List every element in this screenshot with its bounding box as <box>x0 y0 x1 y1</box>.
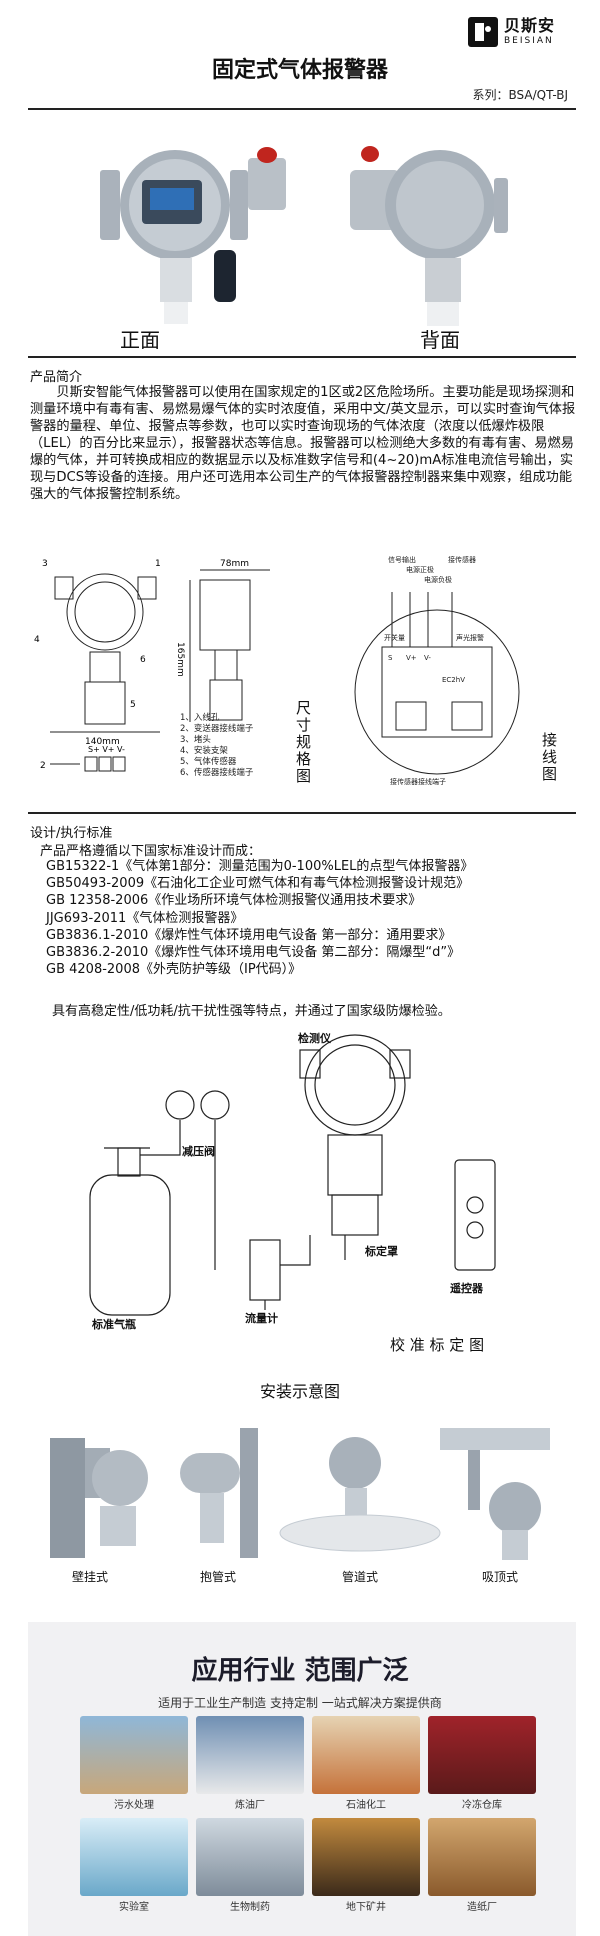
app-caption: 冷冻仓库 <box>462 1800 502 1811</box>
cal-label-regulator: 减压阀 <box>182 1144 215 1158</box>
dim-legend-item: 5、气体传感器 <box>180 756 237 767</box>
wiring-label: 接传感器 <box>448 555 476 564</box>
divider <box>28 356 576 358</box>
dim-num: 4 <box>34 635 40 645</box>
cal-label-cylinder: 标准气瓶 <box>91 1317 136 1330</box>
wiring-bottom-label: 接传感器接线端子 <box>390 777 446 786</box>
standard-item: GB3836.2-2010《爆炸性气体环境用电气设备 第二部分：隔爆型“d”》 <box>46 945 461 961</box>
app-tile-paper-mill <box>428 1818 536 1896</box>
dim-width-bottom: 140mm <box>85 737 120 747</box>
app-tile-petrochem <box>312 1716 420 1794</box>
wall-mount-illustration <box>50 1438 148 1558</box>
standards-intro: 产品严格遵循以下国家标准设计而成： <box>40 844 262 859</box>
wiring-sub: V- <box>424 654 431 662</box>
app-tile-pharma <box>196 1818 304 1896</box>
front-device-illustration <box>100 147 286 324</box>
app-tile-mine <box>312 1818 420 1896</box>
app-tile-sewage <box>80 1716 188 1794</box>
app-caption: 造纸厂 <box>467 1902 497 1913</box>
dimension-drawing: 3 1 4 6 5 78mm 165mm 140mm S+ V+ V- 2 1、… <box>34 559 270 778</box>
front-view-label: 正面 <box>120 328 160 352</box>
dim-legend-item: 2、变送器接线端子 <box>180 723 254 734</box>
dim-num: 1 <box>155 559 161 569</box>
brand-name-cn: 贝斯安 <box>504 16 556 35</box>
wiring-label: 电源负极 <box>424 575 452 584</box>
install-heading: 安装示意图 <box>259 1382 340 1401</box>
wiring-board: EC2hV <box>442 676 465 684</box>
standard-item: GB15322-1《气体第1部分：测量范围为0-100%LEL的点型气体报警器》 <box>46 859 474 874</box>
calibration-caption: 校 准 标 定 图 <box>390 1336 485 1354</box>
wiring-sub: S <box>388 654 393 662</box>
install-label-pipe: 管道式 <box>341 1570 378 1584</box>
intro-heading: 产品简介 <box>30 370 83 385</box>
brand-logo: 贝斯安 BEISIAN <box>468 14 578 50</box>
product-views-image <box>100 146 508 326</box>
dim-legend-item: 3、堵头 <box>180 734 211 745</box>
standard-item: GB50493-2009《石油化工企业可燃气体和有毒气体检测报警设计规范》 <box>46 876 470 892</box>
intro-body: 贝斯安智能气体报警器可以使用在国家规定的1区或2区危险场所。主要功能是现场探测和… <box>30 385 576 502</box>
cal-label-cover: 标定罩 <box>364 1244 398 1258</box>
ceiling-mount-illustration <box>440 1428 550 1560</box>
calibration-diagram: 检测仪 减压阀 标准气瓶 流量计 标定罩 遥控器 <box>89 1031 496 1330</box>
standard-item: GB 4208-2008《外壳防护等级（IP代码）》 <box>46 962 302 978</box>
app-caption: 实验室 <box>119 1902 149 1913</box>
series-label: 系列：BSA/QT-BJ <box>472 88 568 102</box>
standards-list: GB15322-1《气体第1部分：测量范围为0-100%LEL的点型气体报警器》… <box>46 858 473 978</box>
wiring-diagram: 信号输出 电源正极 电源负极 接传感器 S V+ V- EC2hV 开关量 声光… <box>354 555 520 786</box>
wiring-sub: V+ <box>406 654 417 662</box>
wiring-label: 电源正极 <box>406 565 434 574</box>
dim-num: 5 <box>130 700 136 710</box>
standard-item: GB 12358-2006《作业场所环境气体检测报警仪通用技术要求》 <box>46 893 422 909</box>
pole-mount-illustration <box>180 1428 258 1558</box>
brand-name-en: BEISIAN <box>504 36 554 46</box>
divider <box>28 108 576 110</box>
dim-width-top: 78mm <box>220 559 249 569</box>
install-label-pole: 抱管式 <box>199 1570 236 1584</box>
wiring-tag: 声光报警 <box>456 633 484 642</box>
dim-legend-item: 6、传感器接线端子 <box>180 767 254 778</box>
app-caption: 地下矿井 <box>346 1902 386 1913</box>
cal-label-detector: 检测仪 <box>298 1031 332 1045</box>
app-caption: 污水处理 <box>114 1800 154 1811</box>
divider <box>28 812 576 814</box>
app-tile-cold-storage <box>428 1716 536 1794</box>
app-caption: 石油化工 <box>346 1800 386 1811</box>
page-title: 固定式气体报警器 <box>211 58 388 83</box>
wiring-label: 信号输出 <box>388 555 416 564</box>
app-tile-lab <box>80 1818 188 1896</box>
app-caption: 生物制药 <box>230 1902 270 1913</box>
dim-num: 6 <box>140 655 146 665</box>
standard-item: JJG693-2011《气体检测报警器》 <box>46 910 244 926</box>
install-label-ceiling: 吸顶式 <box>481 1570 518 1584</box>
dim-legend-item: 1、入线孔 <box>180 712 220 723</box>
back-view-label: 背面 <box>420 328 460 352</box>
cal-label-remote: 遥控器 <box>450 1281 484 1295</box>
app-tile-refinery <box>196 1716 304 1794</box>
app-caption: 炼油厂 <box>235 1800 265 1811</box>
applications-subtitle: 适用于工业生产制造 支持定制 一站式解决方案提供商 <box>158 1696 442 1710</box>
dim-height: 165mm <box>175 642 185 677</box>
wiring-tag: 开关量 <box>384 633 405 642</box>
install-methods-image <box>50 1428 550 1560</box>
standards-heading: 设计/执行标准 <box>30 826 113 841</box>
dimension-caption: 尺寸规格图 <box>296 699 312 785</box>
standards-closing: 具有高稳定性/低功耗/抗干扰性强等特点，并通过了国家级防爆检验。 <box>52 1004 451 1019</box>
dim-num: 2 <box>40 761 46 771</box>
wiring-caption: 接线图 <box>542 731 558 783</box>
back-device-illustration <box>350 146 508 326</box>
dim-num: 3 <box>42 559 48 569</box>
dim-legend-item: 4、安装支架 <box>180 745 228 756</box>
standard-item: GB3836.1-2010《爆炸性气体环境用电气设备 第一部分：通用要求》 <box>46 927 452 943</box>
brand-logo-icon <box>468 17 498 47</box>
pipe-mount-illustration <box>279 1437 441 1552</box>
install-label-wall: 壁挂式 <box>71 1570 108 1584</box>
dim-terminals: S+ V+ V- <box>88 745 125 754</box>
cal-label-flowmeter: 流量计 <box>245 1311 278 1325</box>
applications-title: 应用行业 范围广泛 <box>191 1656 409 1686</box>
